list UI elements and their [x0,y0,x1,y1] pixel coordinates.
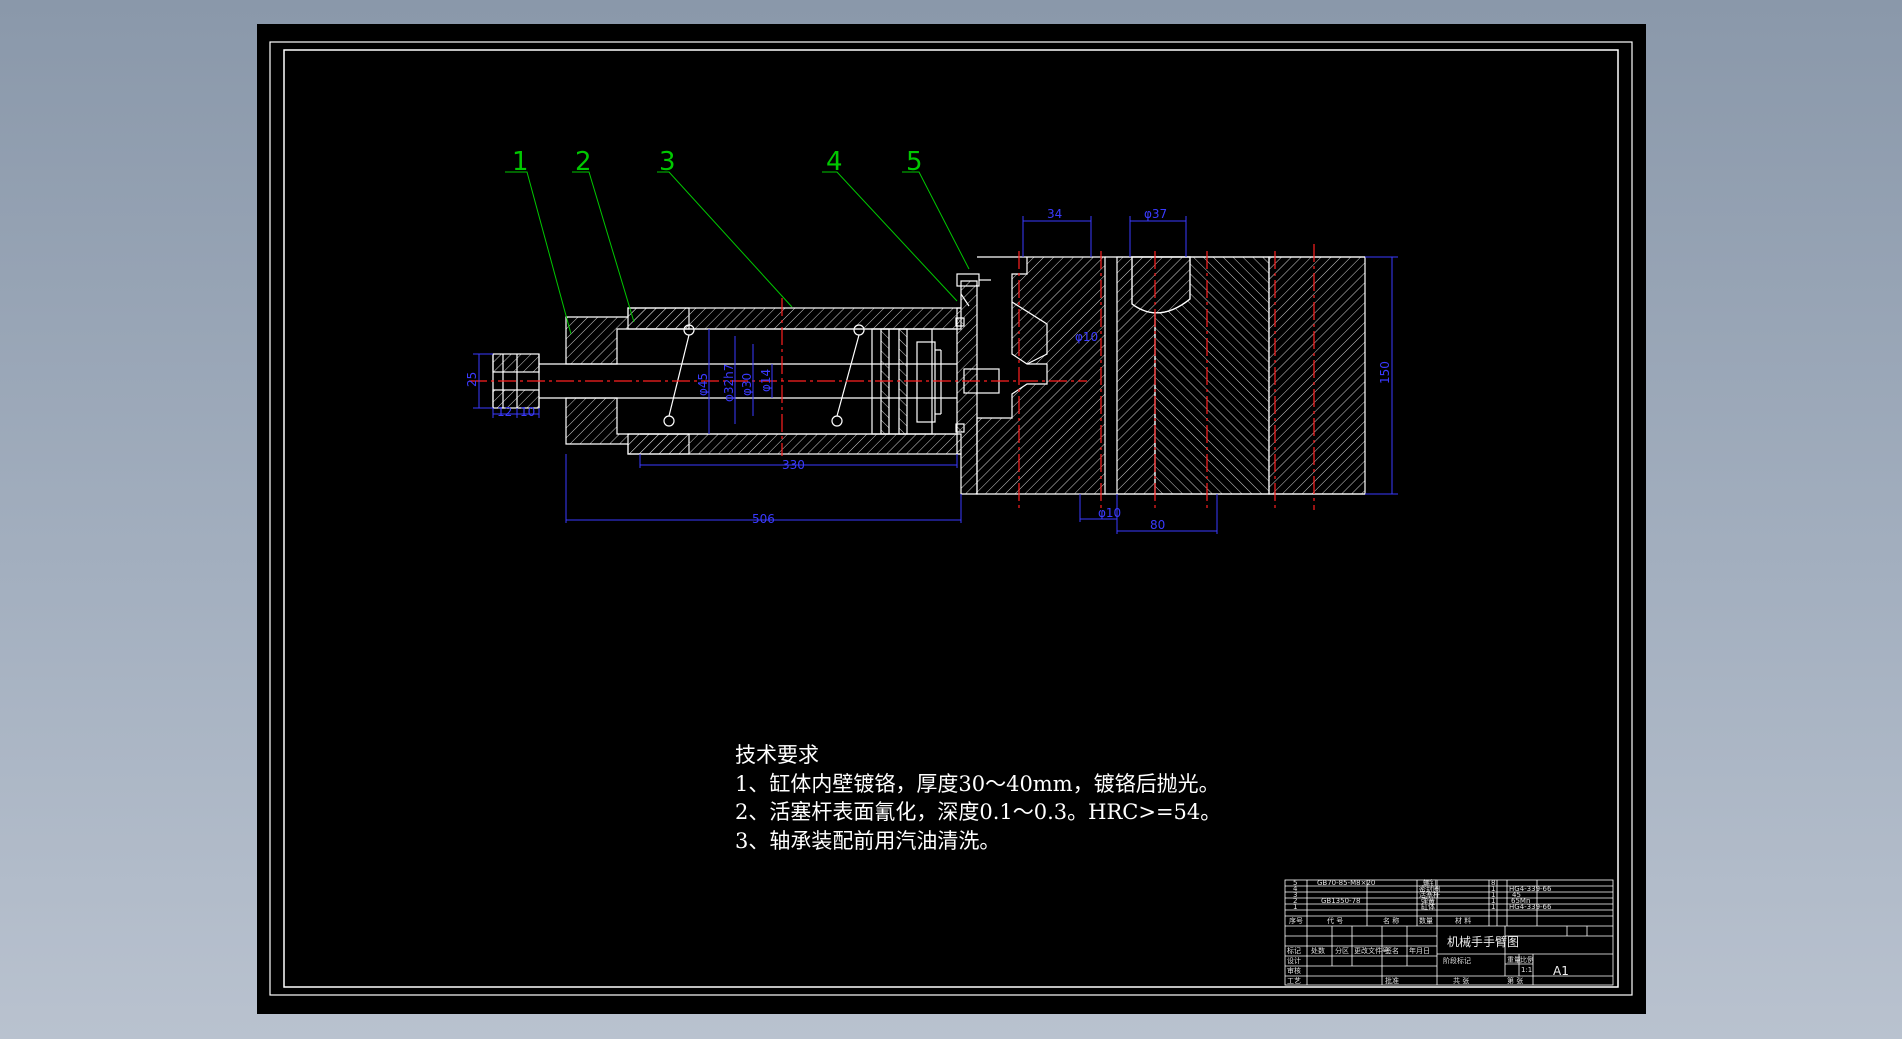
dim-phi10: φ10 [1098,506,1121,520]
sign-col-change: 更改文件号 [1354,946,1389,955]
bom-no-2: 2 [1293,897,1297,905]
bom-qty-2: 1 [1491,897,1495,905]
sign-row-design: 设计 [1287,956,1301,965]
cylinder-assembly [492,273,1000,495]
dim-phi37: φ37 [1144,207,1167,221]
bom-header-code: 代 号 [1327,916,1343,925]
body-section-4 [1268,256,1366,495]
title-block [1284,879,1614,986]
dim-phi45: φ45 [696,373,710,396]
bom-mat-3: 45 [1512,891,1521,899]
sign-col-count: 处数 [1311,946,1325,955]
balloon-leaders [505,171,970,335]
sheet-size: A1 [1553,964,1569,978]
sign-col-zone: 分区 [1335,946,1349,955]
bom-qty-5: 8 [1491,879,1495,887]
dim-phi10-body: φ10 [1075,330,1098,344]
barrel-wall-bottom [627,433,962,455]
balloon-1: 1 [512,147,529,177]
dim-330: 330 [782,458,805,472]
bom-code-5: GB70-85-M8×20 [1317,879,1375,887]
bom-mat-2: 65Mn [1511,897,1530,905]
balloon-2: 2 [575,147,592,177]
weight-label: 重量 [1507,956,1521,964]
outer-frame [269,41,1633,996]
sign-row-process: 工艺 [1287,977,1301,985]
sign-col-date: 年月日 [1409,946,1430,955]
jaw-gap [1011,301,1048,365]
dim-150: 150 [1378,361,1392,384]
balloon-numbers: 1 2 3 4 5 [512,147,923,177]
bom-header-qty: 数量 [1419,916,1433,925]
dimension-texts: 34 φ37 150 25 12 10 φ45 φ32h7 φ30 φ14 33… [465,207,1392,532]
bom-no-3: 3 [1293,891,1297,899]
stage-label: 阶段标记 [1443,956,1471,965]
cad-drawing: 34 φ37 150 25 12 10 φ45 φ32h7 φ30 φ14 33… [269,41,1633,996]
centerlines [469,244,1315,510]
balloon-4: 4 [826,147,843,177]
dim-34: 34 [1047,207,1062,221]
dimension-lines [473,216,1398,534]
rod-end-block-top [492,353,540,373]
bom-name-1: 缸体 [1421,902,1435,911]
sign-col-signature: 签名 [1385,946,1399,955]
bom-name-5: 螺钉 [1423,878,1437,887]
bom-header-no: 序号 [1289,916,1303,925]
dim-12: 12 [497,405,512,419]
dim-506: 506 [752,512,775,526]
gripper-body [976,256,1366,495]
barrel-wall-top [627,307,962,330]
dim-phi14: φ14 [759,369,773,392]
sheet-number: 第 张 [1507,976,1523,985]
scale-value: 1:1 [1521,966,1532,974]
balloon-3: 3 [659,147,676,177]
drawing-title: 机械手手臂图 [1447,934,1519,949]
dim-80: 80 [1150,518,1165,532]
bom-mat-4: HG4-339-66 [1509,885,1552,893]
bom-no-1: 1 [1293,903,1297,911]
dim-10: 10 [520,405,535,419]
spring [663,324,865,427]
balloon-5: 5 [906,147,923,177]
bom-no-5: 5 [1293,879,1297,887]
sheet-count: 共 张 [1453,976,1469,985]
bom-qty-1: 1 [1491,903,1495,911]
cylinder-flange [956,280,978,495]
bom-qty-4: 1 [1491,885,1495,893]
bom-no-4: 4 [1293,885,1298,893]
dim-phi30: φ30 [740,373,754,396]
requirement-line-3: 3、轴承装配前用汽油清洗。 [735,829,1001,853]
bom-header-material: 材 料 [1455,916,1471,925]
bom-name-2: 弹簧 [1421,896,1435,905]
scale-label: 比例 [1520,955,1534,964]
approve-label: 批准 [1385,976,1399,985]
bom-name-4: 密封圈 [1419,884,1440,893]
bom-mat-1: HG4-339-66 [1509,903,1552,911]
bom-code-2: GB1350-78 [1321,897,1360,905]
requirement-line-2: 2、活塞杆表面氰化，深度0.1～0.3。HRC>=54。 [735,800,1222,824]
sign-row-review: 审核 [1287,966,1301,975]
dim-phi32h7: φ32h7 [722,364,736,402]
drawing-sheet: 34 φ37 150 25 12 10 φ45 φ32h7 φ30 φ14 33… [257,24,1646,1014]
body-section-1 [976,256,1106,495]
bom-header-name: 名 称 [1383,916,1399,925]
sign-row-mark: 标记 [1287,946,1301,955]
requirements-heading: 技术要求 [735,743,819,767]
bom-qty-3: 1 [1491,891,1495,899]
inner-frame [283,49,1619,988]
bom-name-3: 活塞杆 [1419,890,1440,899]
title-block-text: 5 GB70-85-M8×20 螺钉 8 4 密封圈 1 HG4-339-66 … [1287,878,1569,985]
dim-25: 25 [465,372,479,387]
requirement-line-1: 1、缸体内壁镀铬，厚度30～40mm，镀铬后抛光。 [735,772,1220,796]
